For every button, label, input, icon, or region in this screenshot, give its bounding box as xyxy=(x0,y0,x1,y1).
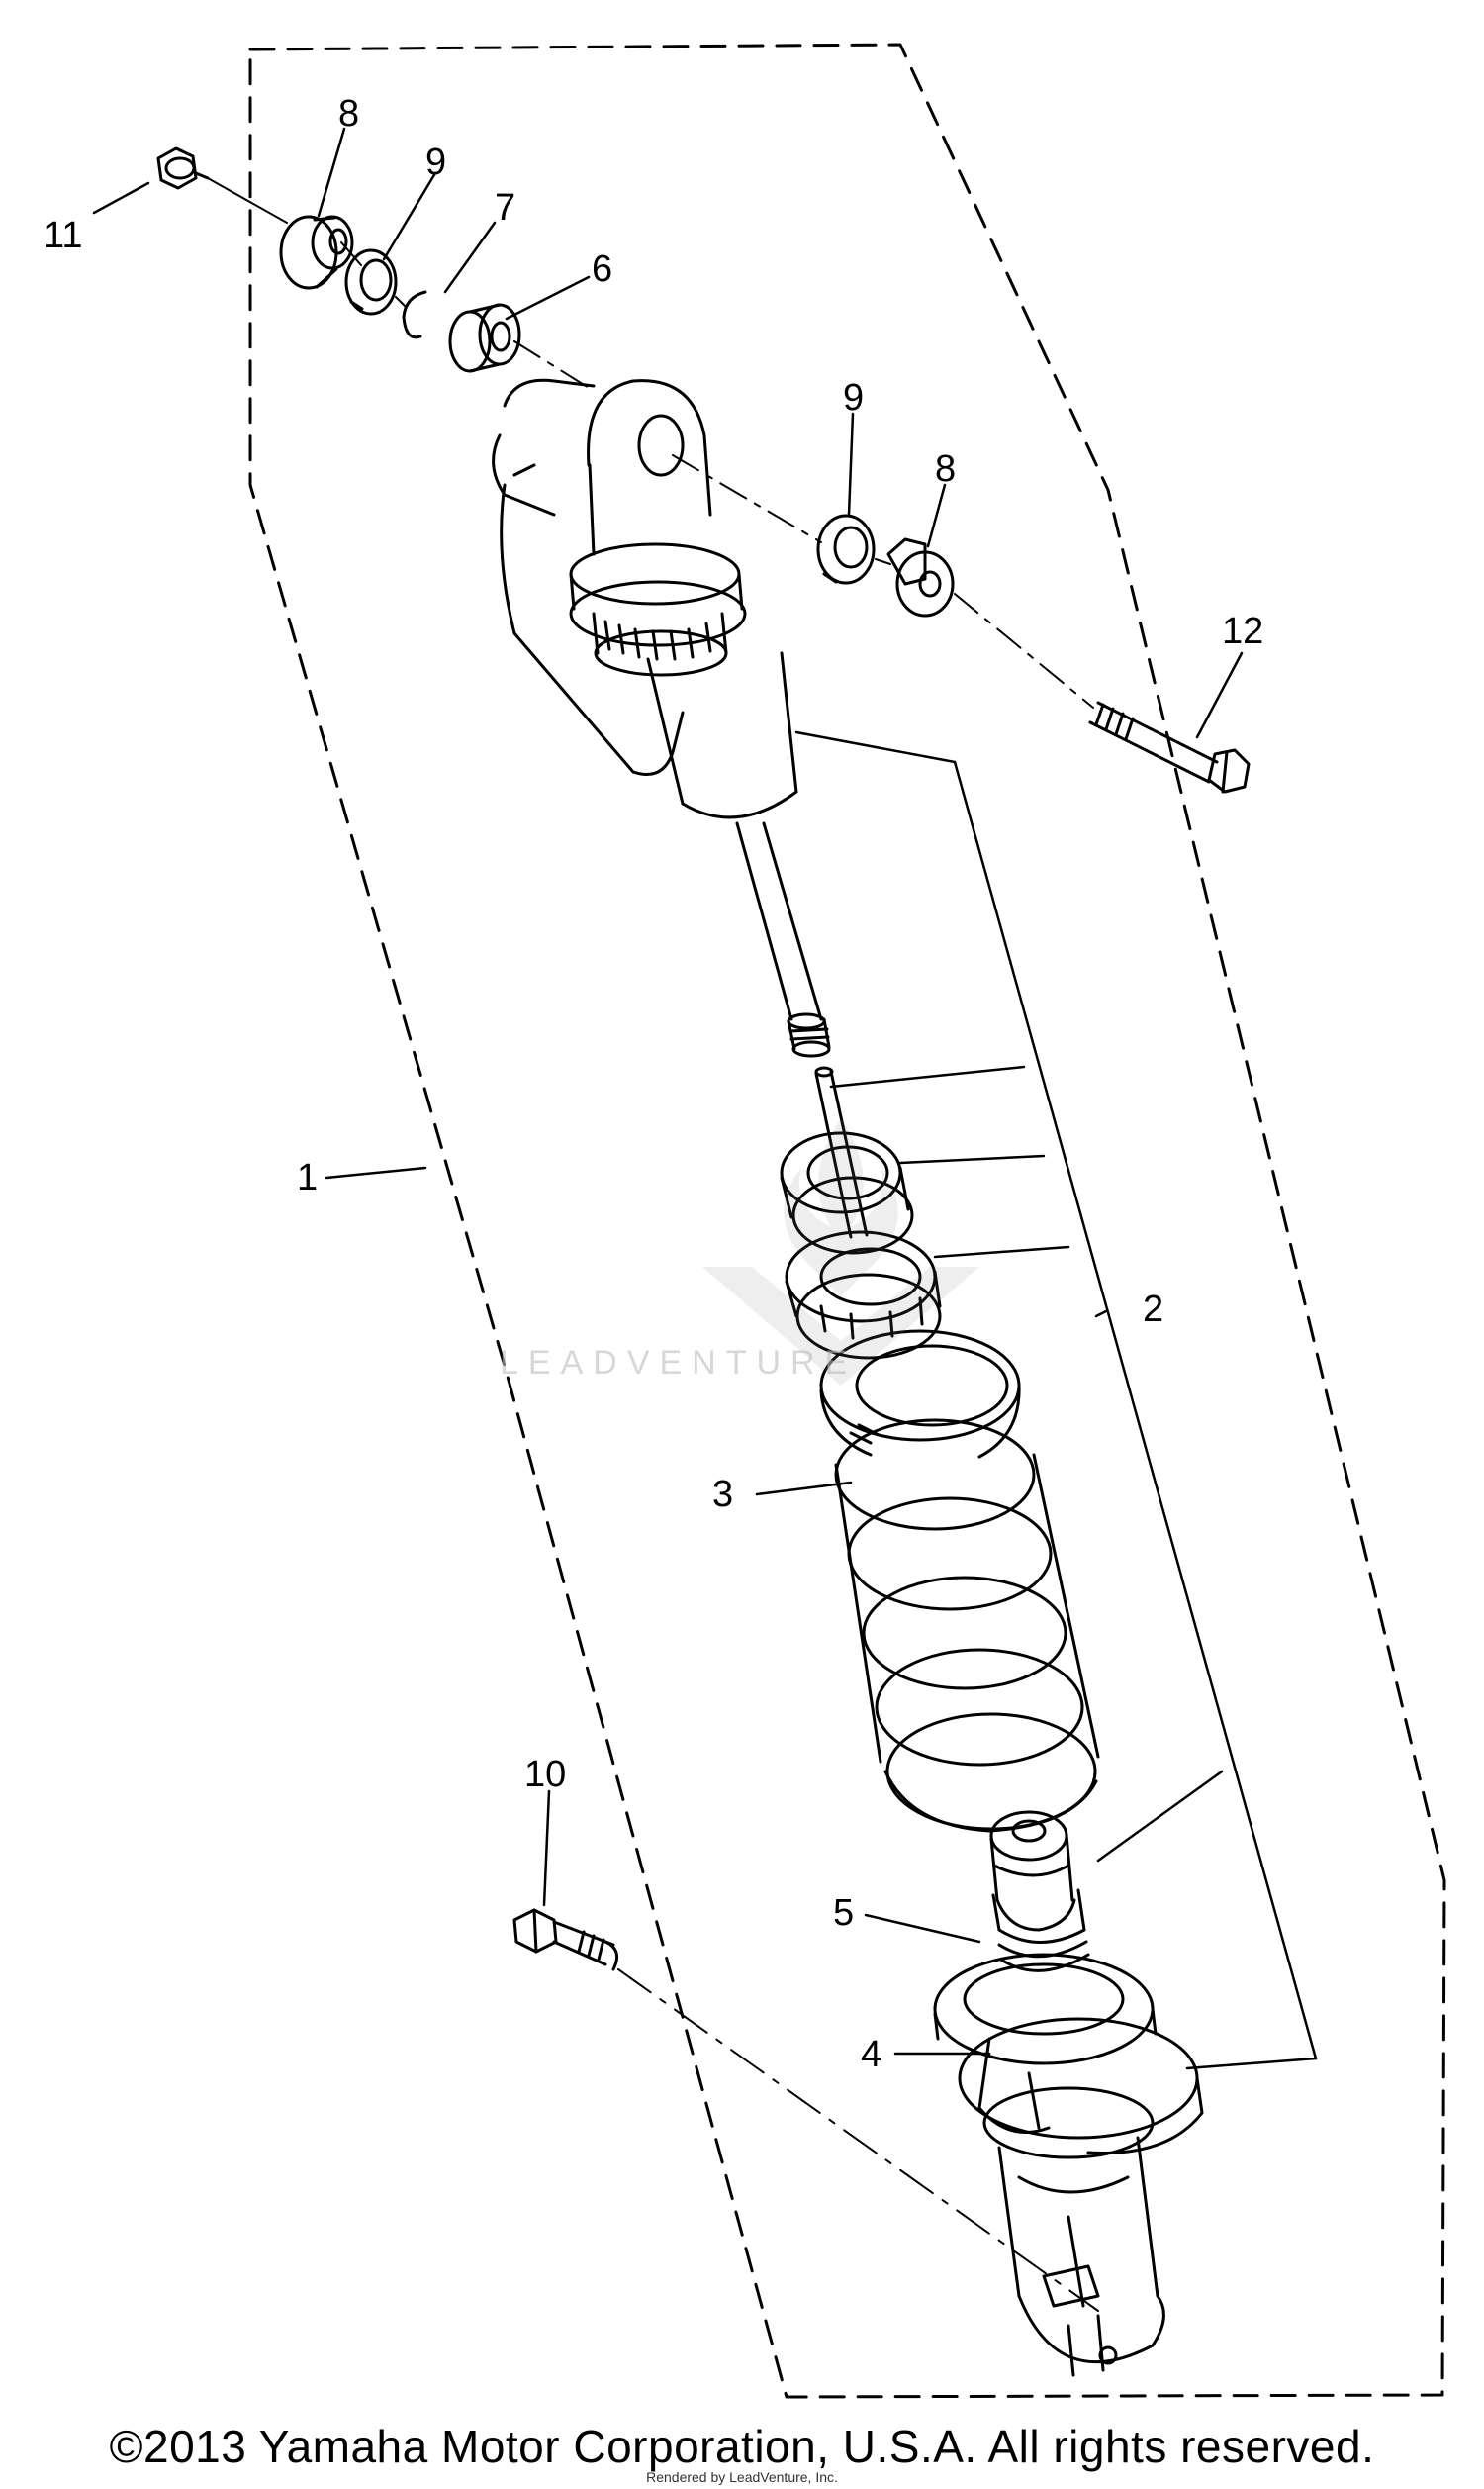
leader-8-right xyxy=(926,483,947,548)
callout-5: 5 xyxy=(833,1892,854,1934)
seal-9-right xyxy=(816,514,876,585)
leader-lines xyxy=(92,127,1244,2056)
leader-5 xyxy=(864,1913,981,1944)
callout-4: 4 xyxy=(861,2034,881,2075)
bracket-2 xyxy=(794,730,1318,2070)
leader-10 xyxy=(542,1789,551,1907)
callout-12: 12 xyxy=(1222,611,1263,652)
bearing-6 xyxy=(448,303,521,373)
leader-7 xyxy=(443,221,497,294)
callout-8-top: 8 xyxy=(338,93,359,135)
seal-9-top xyxy=(344,248,398,316)
leadventure-watermark-logo xyxy=(702,1118,979,1386)
leader-3 xyxy=(755,1481,853,1496)
callout-8-right: 8 xyxy=(935,448,956,490)
callout-labels: 8 9 7 6 11 9 8 12 1 2 3 10 5 4 xyxy=(44,93,1263,2075)
copyright-notice: ©2013 Yamaha Motor Corporation, U.S.A. A… xyxy=(109,2421,1375,2472)
collar-8-right xyxy=(886,537,955,618)
watermark-text: LEADVENTURE xyxy=(500,1344,858,1382)
leader-8-top xyxy=(317,127,346,218)
callout-7: 7 xyxy=(495,187,515,229)
bolt-10 xyxy=(512,1908,619,1971)
assembly-axis-lines xyxy=(207,177,1099,2312)
assembly-boundary xyxy=(248,43,1446,2399)
lower-clevis xyxy=(933,1810,1204,2377)
callout-9-right: 9 xyxy=(843,377,864,419)
callout-9-top: 9 xyxy=(425,142,446,183)
circlip-7 xyxy=(402,290,427,339)
leader-12 xyxy=(1195,651,1244,739)
leader-6 xyxy=(505,275,591,321)
callout-11: 11 xyxy=(44,215,82,256)
callout-3: 3 xyxy=(712,1474,733,1515)
leader-11 xyxy=(92,181,150,215)
nut-11 xyxy=(156,146,210,190)
callout-6: 6 xyxy=(592,248,612,290)
coil-spring xyxy=(819,1329,1100,1833)
leader-1 xyxy=(325,1166,427,1180)
adjuster-nuts xyxy=(780,1066,942,1360)
collar-8-top xyxy=(279,215,354,290)
bolt-12 xyxy=(1088,701,1251,794)
leader-9-top xyxy=(382,171,437,261)
callout-1: 1 xyxy=(297,1157,318,1198)
callout-10: 10 xyxy=(524,1754,566,1795)
render-credit: Rendered by LeadVenture, Inc. xyxy=(646,2469,838,2485)
shock-body xyxy=(492,378,831,1058)
leader-2 xyxy=(1094,1309,1108,1318)
leader-9-right xyxy=(847,412,855,517)
callout-2: 2 xyxy=(1143,1289,1163,1330)
